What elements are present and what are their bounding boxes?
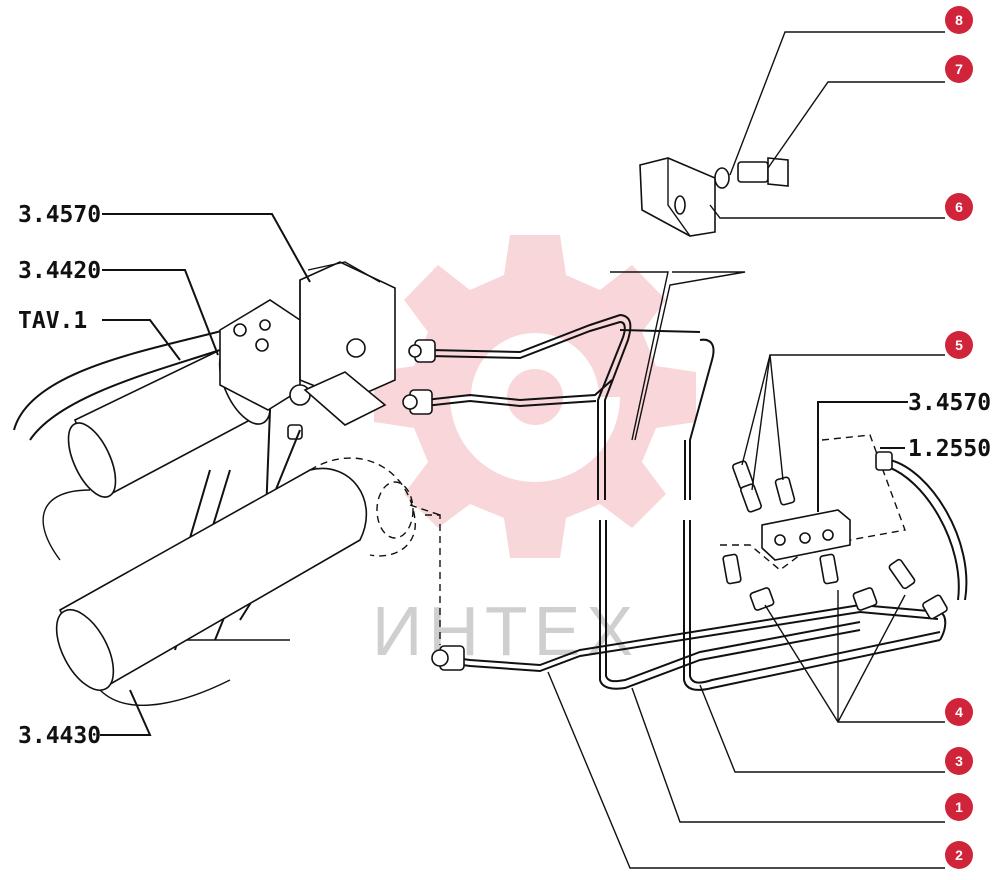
callout-8: 8 [945,6,973,34]
svg-text:3: 3 [955,753,963,769]
ref-label-1-2550: 1.2550 [908,436,991,462]
callout-3: 3 [945,747,973,775]
callout-2: 2 [945,841,973,869]
junction-assembly [720,434,968,620]
pipe-fitting-1 [408,339,436,363]
ref-label-3-4570-right: 3.4570 [908,390,991,416]
callout-4: 4 [945,698,973,726]
svg-text:7: 7 [955,61,963,77]
leader-lines [100,31,945,869]
brake-pipes [402,271,947,691]
svg-text:5: 5 [955,337,963,353]
clamp-hardware [639,157,789,237]
svg-text:6: 6 [955,199,963,215]
svg-text:2: 2 [955,847,963,863]
callout-6: 6 [945,193,973,221]
callout-1: 1 [945,793,973,821]
ref-label-3-4570-left: 3.4570 [18,202,101,228]
callout-7: 7 [945,55,973,83]
ref-label-3-4430: 3.4430 [18,723,101,749]
pipe-fitting-3 [431,645,465,671]
svg-text:8: 8 [955,12,963,28]
pipe-fitting-2 [402,389,433,415]
watermark: ИНТЕХ [372,592,639,670]
callout-5: 5 [945,331,973,359]
ref-label-tav-1: TAV.1 [18,308,87,334]
frame-assembly [13,261,416,706]
svg-text:1: 1 [955,799,963,815]
svg-text:4: 4 [955,704,963,720]
ref-label-3-4420: 3.4420 [18,258,101,284]
watermark-text: ИНТЕХ [372,592,639,670]
